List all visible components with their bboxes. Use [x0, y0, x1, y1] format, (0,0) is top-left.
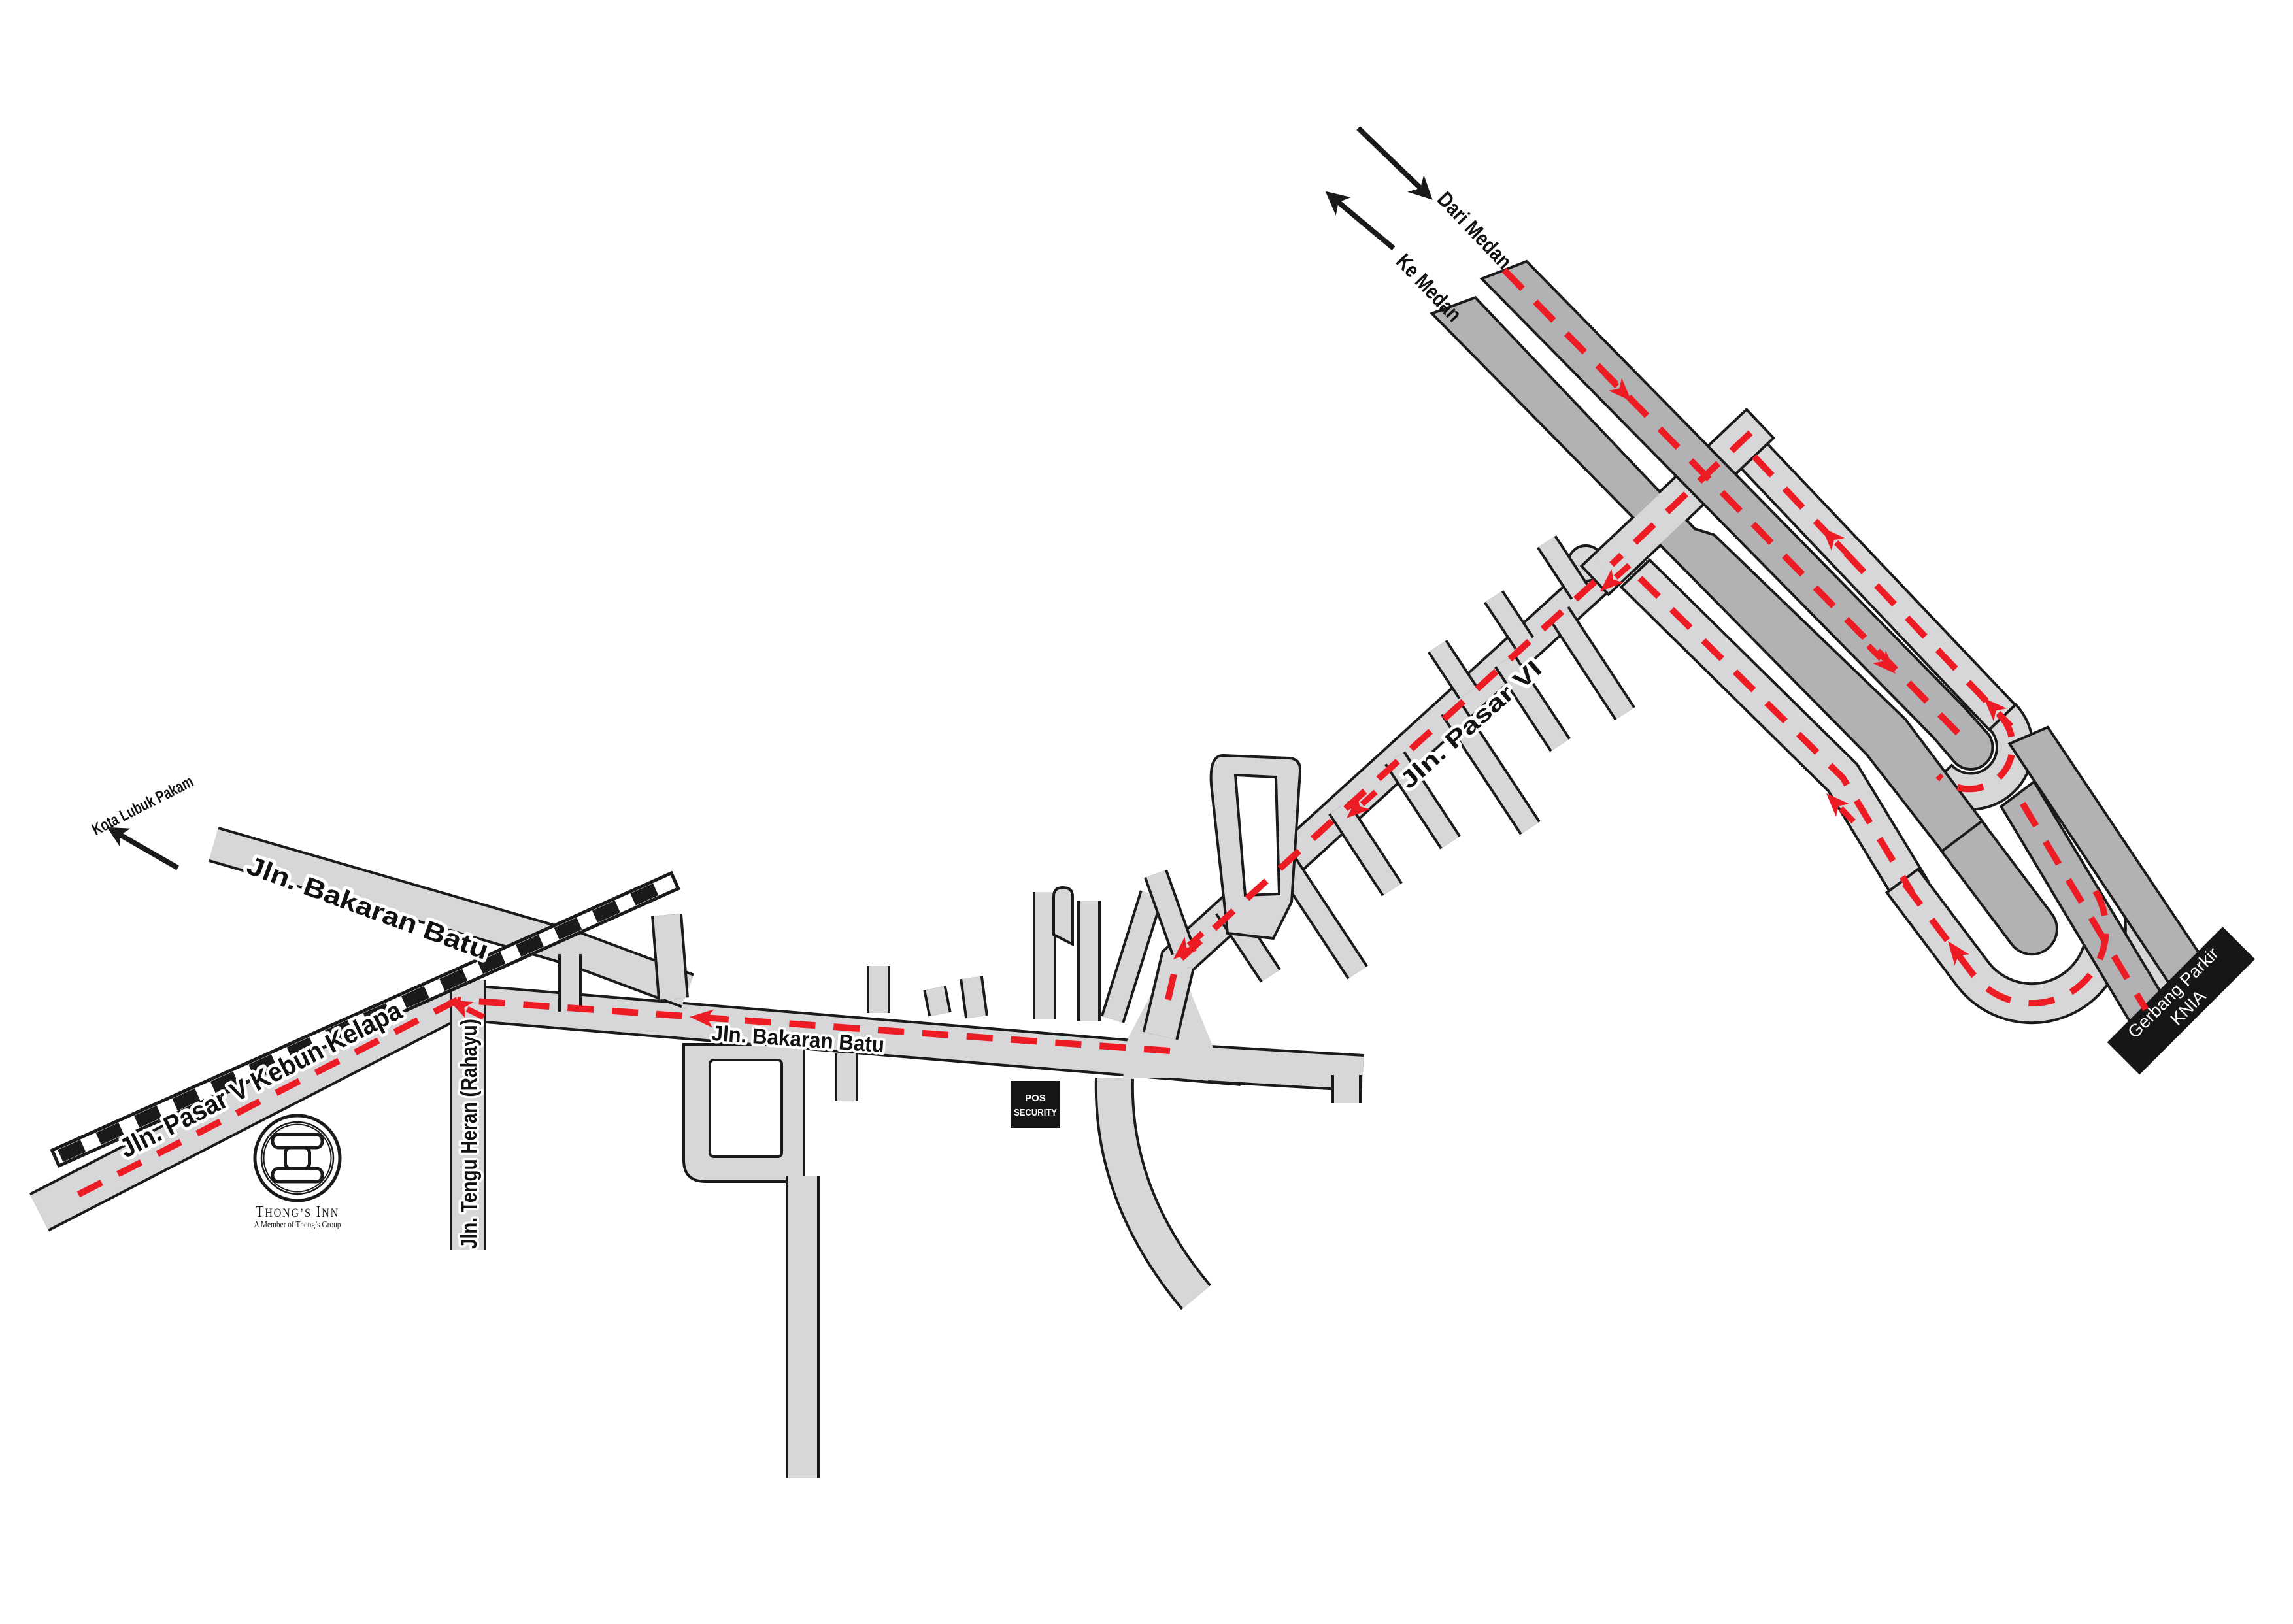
svg-text:SECURITY: SECURITY [1014, 1107, 1057, 1118]
svg-text:A Member of Thong’s Group: A Member of Thong’s Group [254, 1219, 341, 1229]
svg-text:Jln. Tengu Heran (Rahayu): Jln. Tengu Heran (Rahayu) [457, 1019, 482, 1249]
svg-text:POS: POS [1025, 1093, 1046, 1104]
svg-text:THONG’S INN: THONG’S INN [256, 1204, 339, 1221]
